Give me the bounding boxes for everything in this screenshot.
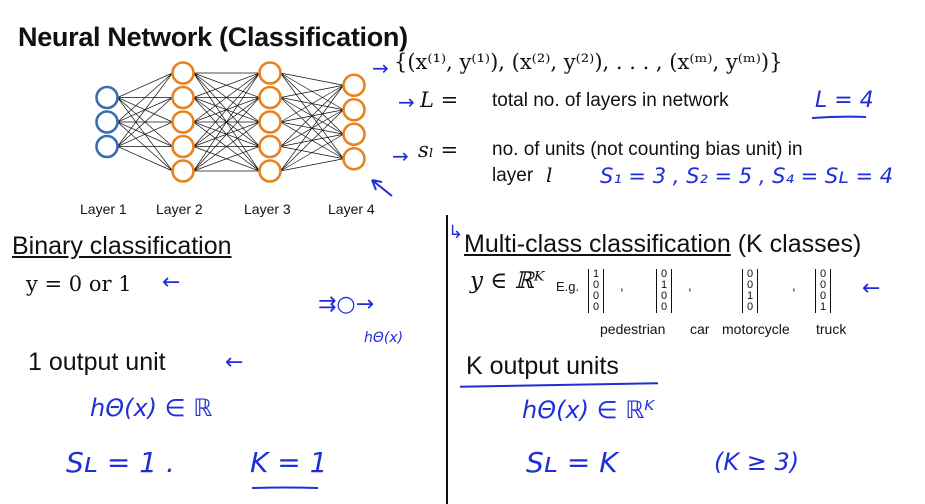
network-node: [258, 134, 282, 159]
network-node: [171, 159, 195, 183]
k-note-underline: [251, 486, 319, 489]
layer-3-label: Layer 3: [244, 201, 291, 217]
training-set-expression: {(x⁽¹⁾, y⁽¹⁾), (x⁽²⁾, y⁽²⁾), . . . , (x⁽…: [394, 50, 783, 74]
arrow-left-icon: ←: [862, 276, 881, 301]
label-motorcycle: motorcycle: [722, 321, 790, 337]
binary-y-expression: y = 0 or 1: [26, 272, 132, 296]
network-edge: [193, 72, 260, 98]
s-definition-line2: layer: [492, 165, 534, 186]
arrow-icon: →: [398, 90, 415, 114]
single-output-sketch-icon: ⇉○→: [318, 292, 375, 317]
network-edge: [193, 121, 260, 172]
comma: ,: [688, 278, 692, 293]
network-node: [258, 159, 282, 183]
network-node: [171, 61, 195, 85]
binary-k-note: K = 1: [250, 446, 328, 479]
network-node: [171, 134, 195, 159]
layer-2-label: Layer 2: [156, 201, 203, 217]
multi-k-note: (K ≥ 3): [714, 448, 800, 476]
network-edge: [117, 72, 173, 123]
network-edge: [117, 121, 173, 147]
output-layer-pointer: [371, 179, 393, 197]
multi-output-label: K output units: [466, 352, 619, 380]
network-node: [171, 85, 195, 110]
layer-1-label: Layer 1: [80, 201, 127, 217]
network-node: [171, 110, 195, 134]
l-symbol: L =: [420, 88, 459, 112]
arrow-icon: →: [372, 56, 389, 80]
binary-h-note: hΘ(x) ∈ ℝ: [90, 394, 213, 422]
network-node: [95, 110, 119, 134]
network-edge: [193, 72, 260, 172]
network-edge: [280, 84, 344, 147]
network-edge: [193, 72, 260, 147]
s-definition-var: l: [546, 163, 553, 187]
multi-heading-main: Multi-class classification: [464, 230, 731, 258]
network-edge: [117, 72, 173, 98]
arrow-left-icon: ←: [162, 270, 181, 295]
network-edge: [193, 97, 260, 172]
network-node: [342, 73, 366, 98]
comma: ,: [620, 278, 624, 293]
label-pedestrian: pedestrian: [600, 321, 666, 337]
multi-heading: Multi-class classification (K classes): [464, 230, 861, 259]
multi-h-note: hΘ(x) ∈ ℝᴷ: [522, 396, 655, 424]
binary-s-note: Sʟ = 1 .: [66, 446, 175, 479]
network-edge: [280, 133, 344, 172]
section-divider: [446, 215, 448, 504]
multi-y-expression: y ∈ ℝᴷ: [470, 268, 545, 294]
binary-heading: Binary classification: [12, 232, 232, 260]
arrow-icon: →: [392, 144, 409, 168]
layer-4-label: Layer 4: [328, 201, 375, 217]
l-note: L = 4: [815, 88, 874, 113]
binary-output-label: 1 output unit: [28, 348, 166, 376]
network-edge: [280, 85, 344, 172]
network-edge: [117, 72, 173, 147]
binary-hypothesis-note: hΘ(x): [364, 330, 404, 346]
s-note: S₁ = 3 , S₂ = 5 , S₄ = Sʟ = 4: [600, 164, 894, 188]
page-title: Neural Network (Classification): [18, 22, 408, 52]
arrow-left-icon: ←: [225, 350, 244, 375]
network-edge: [117, 97, 173, 147]
network-node: [258, 85, 282, 110]
network-edge: [193, 72, 260, 123]
network-node: [342, 97, 366, 122]
eg-label: E.g.: [556, 279, 580, 294]
multi-heading-suffix: (K classes): [730, 230, 862, 258]
s-symbol: sₗ =: [418, 138, 459, 162]
network-edge: [280, 72, 344, 86]
label-truck: truck: [816, 321, 847, 337]
network-edge: [280, 84, 344, 123]
l-definition: total no. of layers in network: [492, 90, 729, 111]
network-node: [95, 85, 119, 110]
multi-s-note: Sʟ = K: [526, 446, 618, 479]
label-car: car: [690, 321, 710, 337]
network-node: [258, 61, 282, 85]
network-edge: [280, 84, 344, 98]
s-definition-line1: no. of units (not counting bias unit) in: [492, 139, 803, 160]
comma: ,: [792, 278, 796, 293]
network-edge: [193, 146, 260, 172]
l-note-underline: [811, 115, 867, 119]
arrow-icon: ↳: [448, 222, 464, 243]
network-node: [95, 134, 119, 159]
network-edge: [117, 146, 173, 172]
network-node: [258, 110, 282, 134]
network-node: [342, 122, 366, 147]
network-node: [342, 146, 366, 171]
network-edge: [280, 158, 344, 172]
network-edge: [280, 109, 344, 172]
